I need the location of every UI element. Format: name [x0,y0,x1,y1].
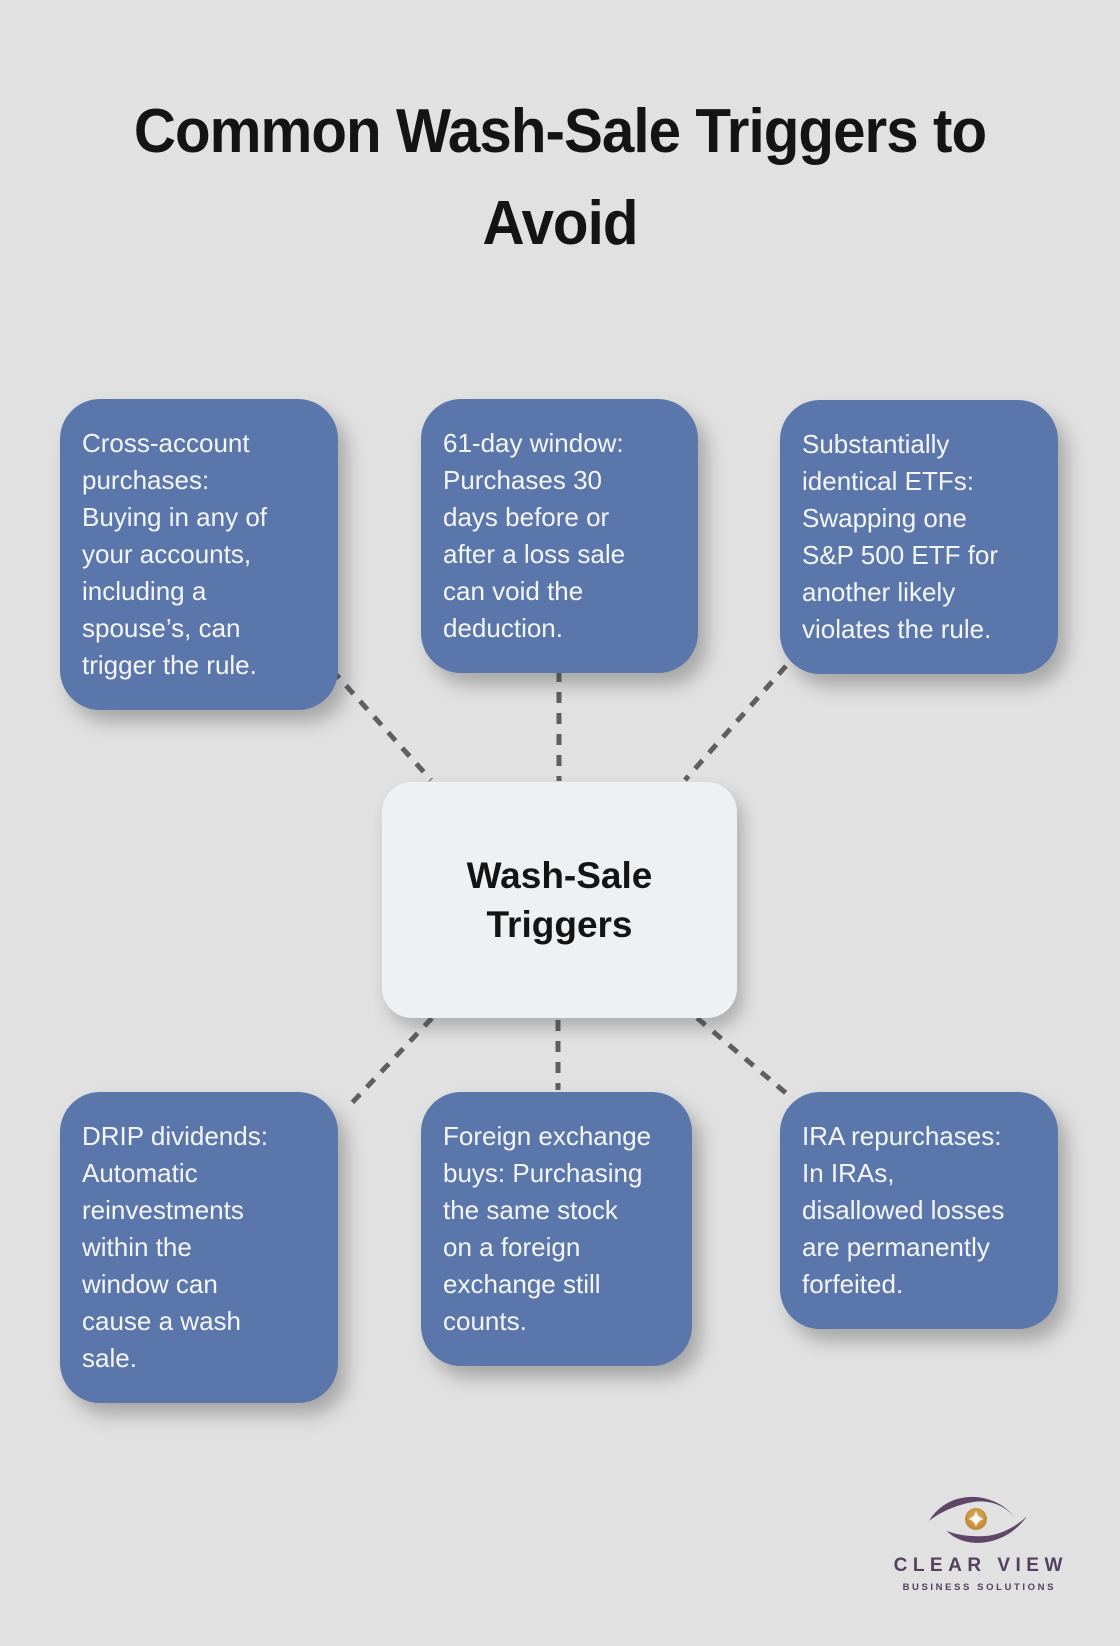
trigger-box-ira-repurchases: IRA repurchases: In IRAs, disallowed los… [780,1092,1058,1329]
connector-top-left [330,668,433,782]
logo-name: CLEAR VIEW [893,1555,1068,1576]
trigger-text: 61-day window: Purchases 30 days before … [443,428,626,643]
trigger-box-foreign-exchange-buys: Foreign exchange buys: Purchasing the sa… [421,1092,692,1366]
trigger-box-cross-account-purchases: Cross-account purchases: Buying in any o… [60,399,338,710]
trigger-text: DRIP dividends: Automatic reinvestments … [82,1121,268,1373]
page-title: Common Wash-Sale Triggers to Avoid [133,97,987,258]
logo: CLEAR VIEW BUSINESS SOLUTIONS [850,1492,1106,1593]
trigger-box-substantially-identical-etfs: Substantially identical ETFs: Swapping o… [780,400,1058,674]
center-node: Wash-Sale Triggers [382,782,737,1018]
trigger-text: IRA repurchases: In IRAs, disallowed los… [802,1121,1005,1299]
connector-bottom-left [347,1016,434,1108]
connector-top-right [683,664,788,782]
connector-bottom-right [695,1016,795,1101]
trigger-box-61-day-window: 61-day window: Purchases 30 days before … [421,399,698,673]
eye-sparkle-icon [929,1496,1027,1543]
center-node-label: Wash-Sale Triggers [466,855,653,945]
trigger-text: Foreign exchange buys: Purchasing the sa… [443,1121,652,1336]
trigger-box-drip-dividends: DRIP dividends: Automatic reinvestments … [60,1092,338,1403]
logo-tagline: BUSINESS SOLUTIONS [902,1582,1057,1593]
trigger-text: Cross-account purchases: Buying in any o… [82,428,268,680]
trigger-text: Substantially identical ETFs: Swapping o… [802,429,999,644]
